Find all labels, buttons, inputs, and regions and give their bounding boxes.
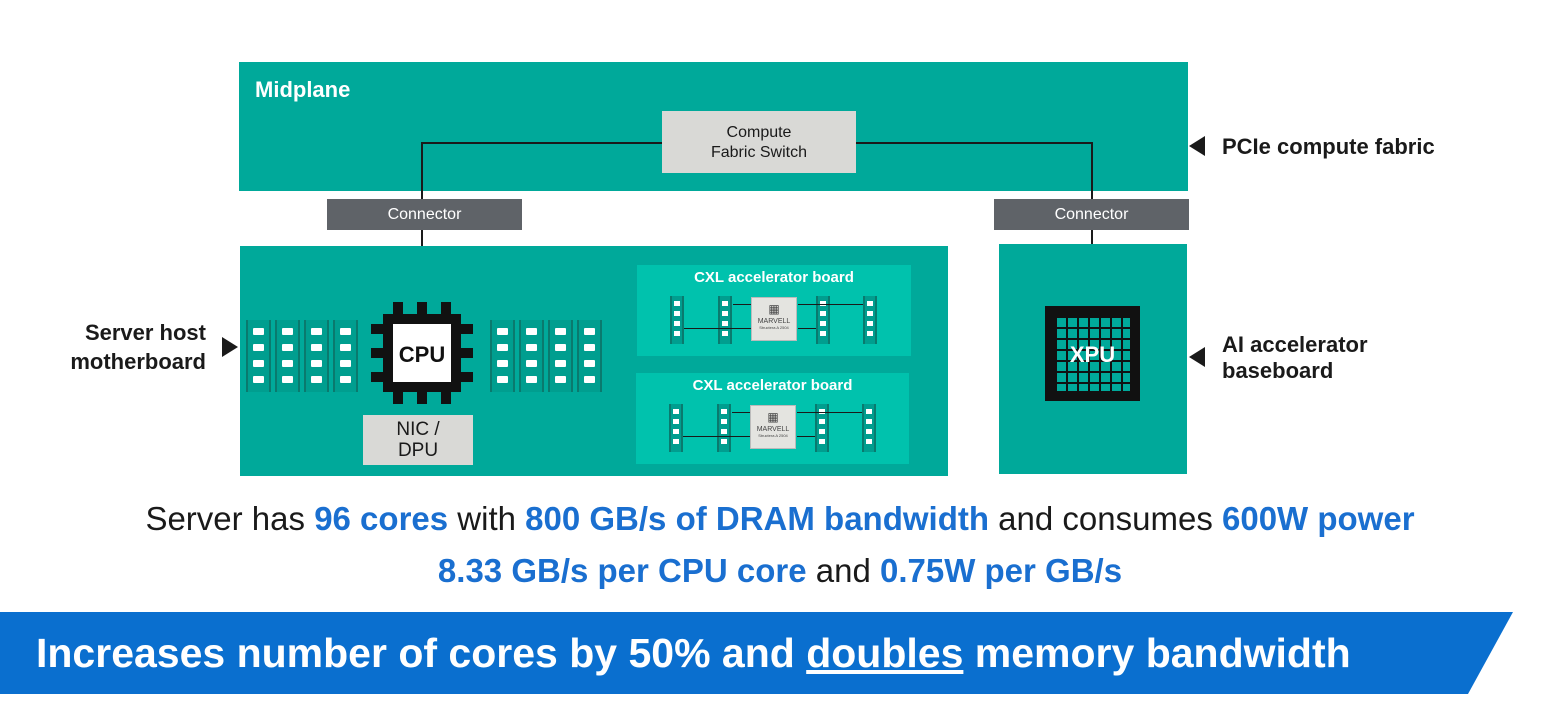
memory-module	[669, 404, 683, 452]
memory-module	[670, 296, 684, 344]
link-arrow	[732, 412, 750, 413]
server-host-label-line2: motherboard	[70, 349, 206, 374]
banner-text: Increases number of cores by 50% and dou…	[36, 630, 1351, 677]
banner-background	[0, 612, 1513, 694]
ai-accelerator-label: AI accelerator baseboard	[1222, 332, 1368, 384]
marvell-chip: ▦ MARVELL Structera A 2504	[750, 405, 796, 449]
dimm	[275, 320, 300, 392]
banner-part1: Increases number of cores by 50% and	[36, 630, 807, 676]
ai-accelerator-label-line1: AI accelerator	[1222, 332, 1368, 357]
link-arrow	[733, 304, 751, 305]
link-arrow	[797, 412, 862, 413]
link-arrow	[683, 436, 750, 437]
switch-label-line2: Fabric Switch	[710, 144, 808, 161]
connector-left-label: Connector	[387, 206, 462, 223]
cpu-chip-icon	[371, 302, 473, 404]
connector-right: Connector	[994, 199, 1189, 230]
server-host-motherboard: CPU NIC / DPU CXL accelerator board ▦ MA…	[240, 246, 948, 476]
nic-dpu-box: NIC / DPU	[363, 415, 473, 465]
xpu-chip-icon	[1045, 306, 1140, 401]
marvell-chip: ▦ MARVELL Structera A 2504	[751, 297, 797, 341]
link-arrow	[798, 304, 863, 305]
stats-line-2: 8.33 GB/s per CPU core and 0.75W per GB/…	[0, 552, 1560, 590]
memory-module	[862, 404, 876, 452]
cxl-board-title: CXL accelerator board	[694, 269, 854, 286]
pcie-fabric-label: PCIe compute fabric	[1222, 134, 1435, 159]
server-host-label-line1: Server host	[84, 320, 206, 345]
link-arrow	[684, 328, 751, 329]
memory-module	[815, 404, 829, 452]
dimm	[519, 320, 544, 392]
memory-module	[718, 296, 732, 344]
pointer-host-icon	[222, 337, 238, 357]
banner-underlined: doubles	[806, 630, 964, 676]
memory-module	[863, 296, 877, 344]
dimm	[246, 320, 271, 392]
server-host-label: Server host motherboard	[40, 320, 206, 375]
dimm	[333, 320, 358, 392]
cpu-label: CPU	[398, 342, 446, 367]
connector-left: Connector	[327, 199, 522, 230]
pointer-fabric-icon	[1189, 136, 1205, 156]
stats-line-1: Server has 96 cores with 800 GB/s of DRA…	[0, 500, 1560, 538]
stat-text: and	[806, 552, 880, 589]
dimm	[577, 320, 602, 392]
connector-right-label: Connector	[1054, 206, 1129, 223]
chip-model: Structera A 2504	[758, 433, 788, 438]
link-arrow	[798, 328, 816, 329]
cxl-accelerator-board: CXL accelerator board ▦ MARVELL Structer…	[637, 265, 911, 356]
wire-switch-left	[421, 142, 662, 144]
chip-model: Structera A 2504	[759, 325, 789, 330]
memory-module	[816, 296, 830, 344]
link-arrow	[797, 436, 815, 437]
chip-brand: MARVELL	[757, 318, 791, 325]
chip-logo-icon: ▦	[767, 410, 779, 424]
dimm	[548, 320, 573, 392]
pointer-accelerator-icon	[1189, 347, 1205, 367]
cxl-board-title: CXL accelerator board	[692, 377, 853, 394]
stat-text: with	[448, 500, 526, 537]
chip-brand: MARVELL	[756, 426, 790, 433]
ai-accelerator-baseboard: XPU	[999, 244, 1187, 474]
stat-text: Server has	[145, 500, 315, 537]
dimm	[490, 320, 515, 392]
midplane-title: Midplane	[255, 77, 351, 102]
dimm-group-right	[490, 320, 602, 392]
stat-text: and consumes	[989, 500, 1222, 537]
xpu-label: XPU	[1069, 342, 1116, 367]
stat-cores: 96 cores	[314, 500, 449, 537]
stat-power: 600W power	[1221, 500, 1415, 537]
nic-label-line1: NIC /	[396, 419, 440, 440]
banner-part2: memory bandwidth	[963, 630, 1351, 676]
cxl-accelerator-board: CXL accelerator board ▦ MARVELL Structer…	[636, 373, 909, 464]
dimm-group-left	[246, 320, 358, 392]
compute-fabric-switch: Compute Fabric Switch	[662, 111, 856, 173]
memory-module	[717, 404, 731, 452]
stat-bandwidth: 800 GB/s of DRAM bandwidth	[525, 500, 990, 537]
ai-accelerator-label-line2: baseboard	[1222, 358, 1334, 383]
chip-logo-icon: ▦	[768, 302, 780, 316]
dimm	[304, 320, 329, 392]
wire-switch-right	[856, 142, 1093, 144]
stat-watt-per-gb: 0.75W per GB/s	[879, 552, 1123, 589]
stat-per-core: 8.33 GB/s per CPU core	[437, 552, 807, 589]
switch-label-line1: Compute	[726, 124, 792, 141]
nic-label-line2: DPU	[397, 440, 439, 461]
